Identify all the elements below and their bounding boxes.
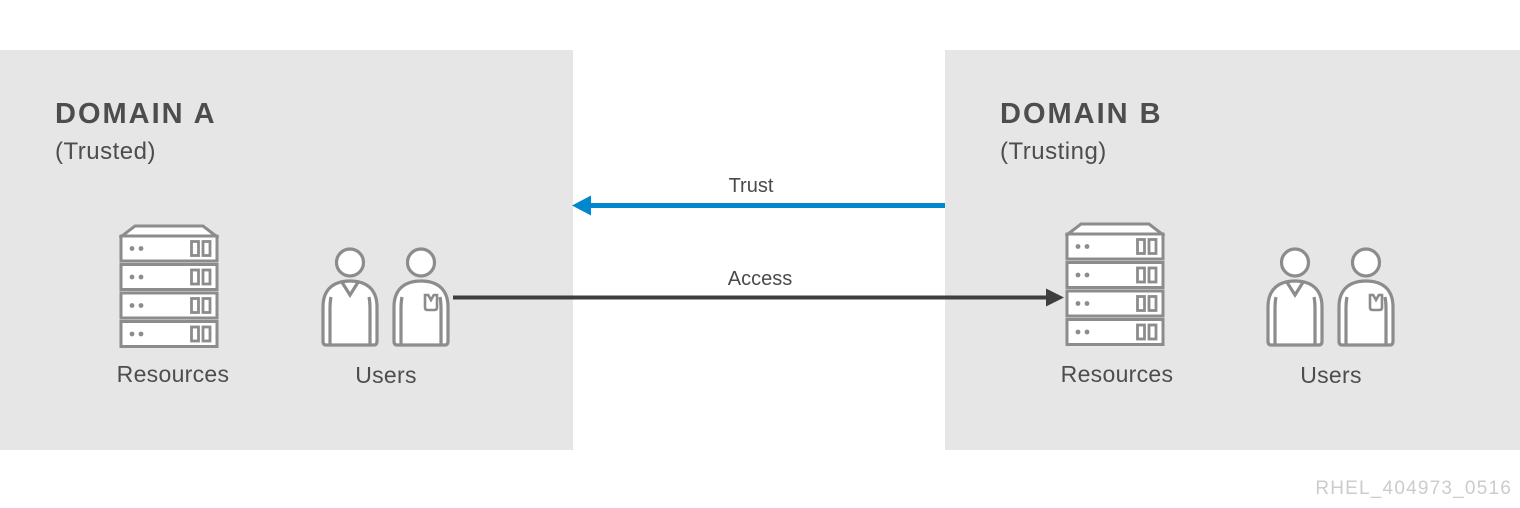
server-stack-icon <box>1065 222 1165 346</box>
watermark-text: RHEL_404973_0516 <box>1315 478 1512 499</box>
domain-b-title-block: DOMAIN B (Trusting) <box>1000 100 1163 164</box>
trust-arrow-label: Trust <box>728 175 774 197</box>
domain-a-box: DOMAIN A (Trusted) <box>0 50 573 450</box>
domain-b-title: DOMAIN B <box>1000 98 1163 130</box>
domain-b-box: DOMAIN B (Trusting) <box>945 50 1520 450</box>
domain-b-resources-label: Resources <box>1060 361 1174 387</box>
domain-a-role: (Trusted) <box>55 138 156 165</box>
domain-b-users-label: Users <box>1300 362 1362 388</box>
domain-b-role: (Trusting) <box>1000 138 1107 165</box>
access-arrow-label: Access <box>727 268 793 290</box>
domain-a-title-block: DOMAIN A (Trusted) <box>55 100 217 164</box>
domain-a-users-label: Users <box>355 362 417 388</box>
domain-a-resources-label: Resources <box>116 361 230 387</box>
person-pocket-icon <box>1337 247 1395 347</box>
trust-arrow <box>572 195 945 216</box>
domain-a-title: DOMAIN A <box>55 98 217 130</box>
person-pocket-icon <box>392 247 450 347</box>
server-stack-icon <box>119 224 219 348</box>
person-vneck-icon <box>1266 247 1324 347</box>
person-vneck-icon <box>321 247 379 347</box>
